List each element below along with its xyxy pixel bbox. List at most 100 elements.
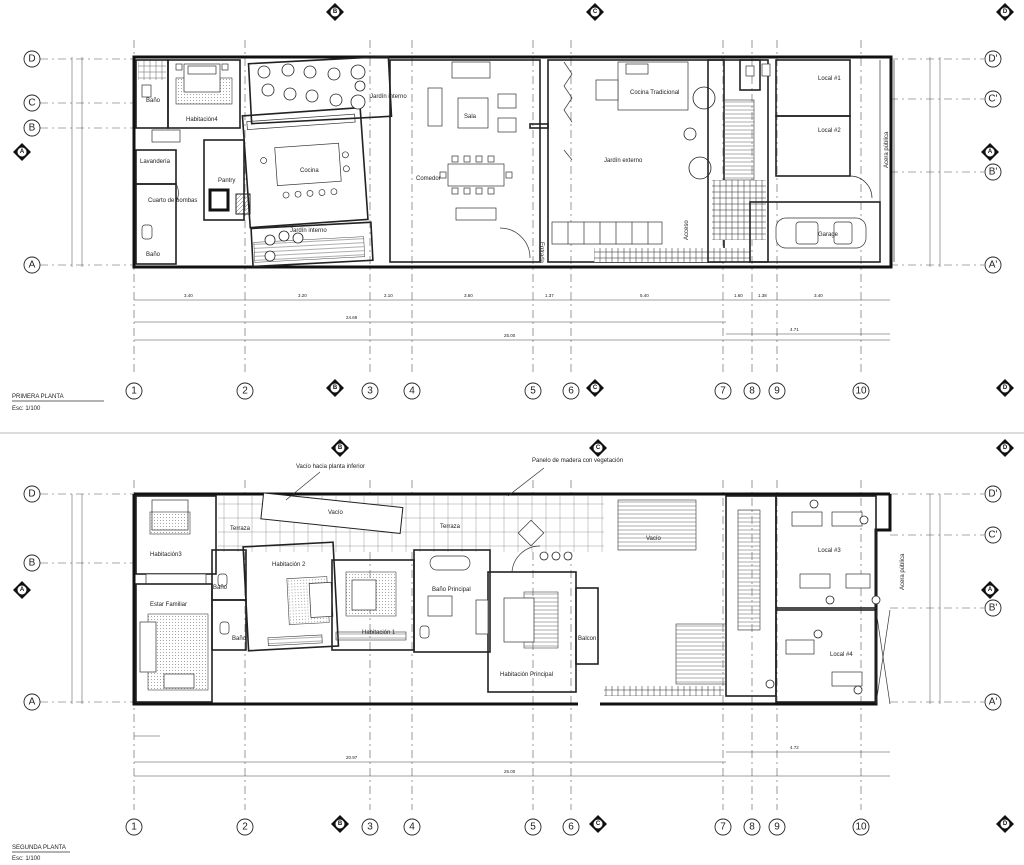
- section-marker: B: [331, 815, 349, 833]
- grid-bubble-column: 7: [714, 818, 732, 836]
- sofa: [451, 61, 491, 79]
- grid-label: B: [29, 123, 36, 134]
- local-1: [775, 59, 851, 117]
- section-marker: B: [331, 439, 349, 457]
- dimension-text: 3.40: [184, 293, 193, 298]
- room-label: Jardín externo: [604, 158, 643, 164]
- grid-bubble-column: 1: [125, 382, 143, 400]
- grid-label: 1: [131, 822, 137, 833]
- grid-label: D: [28, 54, 35, 65]
- kitchen-room: [241, 106, 369, 229]
- master-bath: [413, 549, 491, 653]
- grid-bubble-row: B': [984, 163, 1002, 181]
- grid-label: 6: [568, 822, 574, 833]
- room-labels-2f: Habitación3 Terraza Vacío Habitación 2 T…: [150, 510, 906, 678]
- room-label: Baño: [146, 252, 161, 258]
- plan-scale: Esc: 1/100: [12, 856, 41, 862]
- room-label: Local #2: [818, 128, 841, 134]
- section-label: C: [593, 9, 598, 15]
- grid-label: 3: [367, 386, 373, 397]
- dimension-text: 4.72: [790, 745, 799, 750]
- laundry-room: [135, 149, 177, 185]
- section-marker: A: [981, 581, 999, 599]
- grid-label: D': [988, 54, 997, 65]
- section-marker: D: [996, 379, 1014, 397]
- grid-label: 10: [855, 822, 867, 833]
- grid-label: 1: [131, 386, 137, 397]
- section-label: A: [20, 587, 25, 593]
- terrace-table: [517, 519, 545, 547]
- section-label: D: [1003, 9, 1008, 15]
- first-floor-plan: Baño Habitación4 Lavandería Cuarto de bo…: [12, 55, 895, 412]
- grid-bubble-column: 4: [403, 382, 421, 400]
- section-label: B: [338, 445, 343, 451]
- grid-label: 7: [720, 386, 726, 397]
- section-label: B: [338, 821, 343, 827]
- grid-bubble-column: 10: [852, 382, 870, 400]
- section-label: C: [593, 385, 598, 391]
- room-label: Cocina Tradicional: [630, 90, 679, 96]
- grid-bubble-row: B: [23, 119, 41, 137]
- dimension-text: 3.60: [464, 293, 473, 298]
- section-label: C: [596, 821, 601, 827]
- room-label: Estar Familiar: [150, 602, 187, 608]
- section-label: D: [1003, 445, 1008, 451]
- room-label: Jardín interno: [290, 228, 327, 234]
- grid-label: 8: [749, 822, 755, 833]
- section-label: A: [988, 587, 993, 593]
- grid-bubble-column: 9: [768, 382, 786, 400]
- dimension-text: 1.60: [734, 293, 743, 298]
- local-3: [775, 495, 877, 609]
- grid-bubble-column: 2: [236, 818, 254, 836]
- grid-bubble-row: C': [984, 90, 1002, 108]
- grid-bubble-row: D: [23, 485, 41, 503]
- grid-label: C': [988, 530, 997, 541]
- room-label: Baño: [146, 98, 161, 104]
- room-label: Pantry: [218, 178, 235, 184]
- room-label: Baño: [213, 585, 228, 591]
- grid-bubble-column: 7: [714, 382, 732, 400]
- grid-bubble-row: C: [23, 94, 41, 112]
- pantry-room: [203, 139, 245, 221]
- grid-bubble-row: A': [984, 256, 1002, 274]
- grid-label: C': [988, 94, 997, 105]
- grid-bubble-row: A: [23, 693, 41, 711]
- room-label: Terraza: [440, 524, 461, 530]
- section-label: A: [20, 149, 25, 155]
- room-label: Vacío: [328, 510, 344, 516]
- room-label: Habitación4: [186, 117, 218, 123]
- bench-seating: [551, 221, 663, 245]
- room-label: Cuarto de bombas: [148, 198, 197, 204]
- grid-bubble-row: B': [984, 599, 1002, 617]
- section-marker: D: [996, 815, 1014, 833]
- note-panel: Panelo de madera con vegetación: [532, 458, 623, 464]
- dimension-text: 25.00: [504, 769, 516, 774]
- grid-label: B: [29, 558, 36, 569]
- grid-bubble-row: D': [984, 485, 1002, 503]
- dimension-text: 1.37: [545, 293, 554, 298]
- dimension-lines: [71, 57, 941, 777]
- grid-bubble-column: 10: [852, 818, 870, 836]
- kitchen-island: [274, 142, 342, 187]
- dimension-text: 5.40: [640, 293, 649, 298]
- plan-title: PRIMERA PLANTA: [12, 394, 64, 400]
- dimension-text: 20.97: [346, 755, 358, 760]
- room-label: Garage: [818, 232, 839, 238]
- dining-table: [447, 163, 505, 187]
- planter-strip: [594, 248, 750, 262]
- room-label: Baño Principal: [432, 587, 471, 593]
- living-dining-room: [389, 59, 541, 263]
- section-label: A: [988, 149, 993, 155]
- section-marker: C: [586, 379, 604, 397]
- section-marker: A: [981, 143, 999, 161]
- room-label: Jardín interno: [370, 94, 407, 100]
- grid-bubble-column: 5: [524, 382, 542, 400]
- room-label: Acera pública: [884, 131, 890, 168]
- dimension-text: 3.40: [814, 293, 823, 298]
- dimension-text: 24.69: [346, 315, 358, 320]
- grid-label: 8: [749, 386, 755, 397]
- grid-bubble-row: B: [23, 554, 41, 572]
- section-marker: A: [13, 143, 31, 161]
